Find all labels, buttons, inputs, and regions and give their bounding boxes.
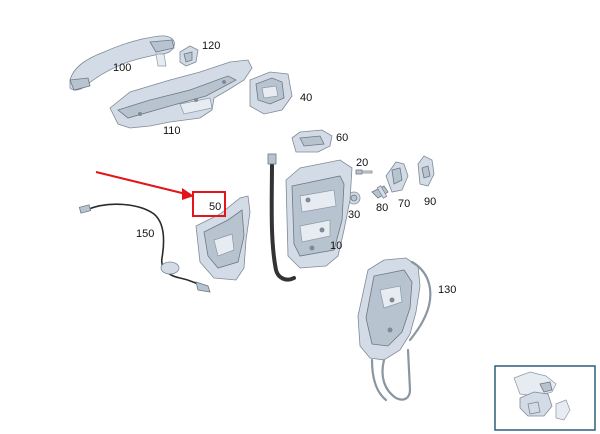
part-130-lock-assembly[interactable] (357, 257, 432, 402)
bowden-cable[interactable] (267, 153, 296, 282)
part-100-door-handle[interactable] (69, 35, 175, 91)
part-90-lever[interactable] (417, 155, 435, 187)
highlight-callout (95, 171, 226, 217)
part-60-bracket[interactable] (291, 129, 333, 153)
red-arrow-head (182, 188, 194, 200)
label-120[interactable]: 120 (202, 40, 220, 52)
label-150[interactable]: 150 (136, 228, 154, 240)
label-30[interactable]: 30 (348, 209, 360, 221)
label-130[interactable]: 130 (438, 284, 456, 296)
part-40-lock-bracket[interactable] (249, 71, 293, 115)
label-100[interactable]: 100 (113, 62, 131, 74)
overview-thumbnail[interactable] (494, 365, 596, 431)
red-arrow-line (95, 171, 187, 195)
label-40[interactable]: 40 (300, 92, 312, 104)
part-70-lever[interactable] (385, 161, 409, 193)
part-110-handle-carrier[interactable] (109, 59, 253, 129)
part-20-bolt[interactable] (355, 169, 373, 175)
label-90[interactable]: 90 (424, 196, 436, 208)
part-120-handle-cap[interactable] (179, 45, 199, 67)
highlight-box-50 (192, 191, 226, 217)
label-20[interactable]: 20 (356, 157, 368, 169)
part-50-bracket[interactable] (195, 195, 251, 281)
part-80-screw[interactable] (371, 185, 389, 199)
label-50[interactable]: 50 (209, 201, 221, 213)
label-70[interactable]: 70 (398, 198, 410, 210)
part-150-cable[interactable] (78, 203, 211, 293)
label-60[interactable]: 60 (336, 132, 348, 144)
label-10[interactable]: 10 (330, 240, 342, 252)
part-labels: 100 120 40 110 60 20 30 80 70 90 50 150 … (113, 40, 456, 296)
label-110[interactable]: 110 (163, 125, 181, 137)
label-80[interactable]: 80 (376, 202, 388, 214)
part-10-door-lock[interactable] (285, 159, 353, 269)
